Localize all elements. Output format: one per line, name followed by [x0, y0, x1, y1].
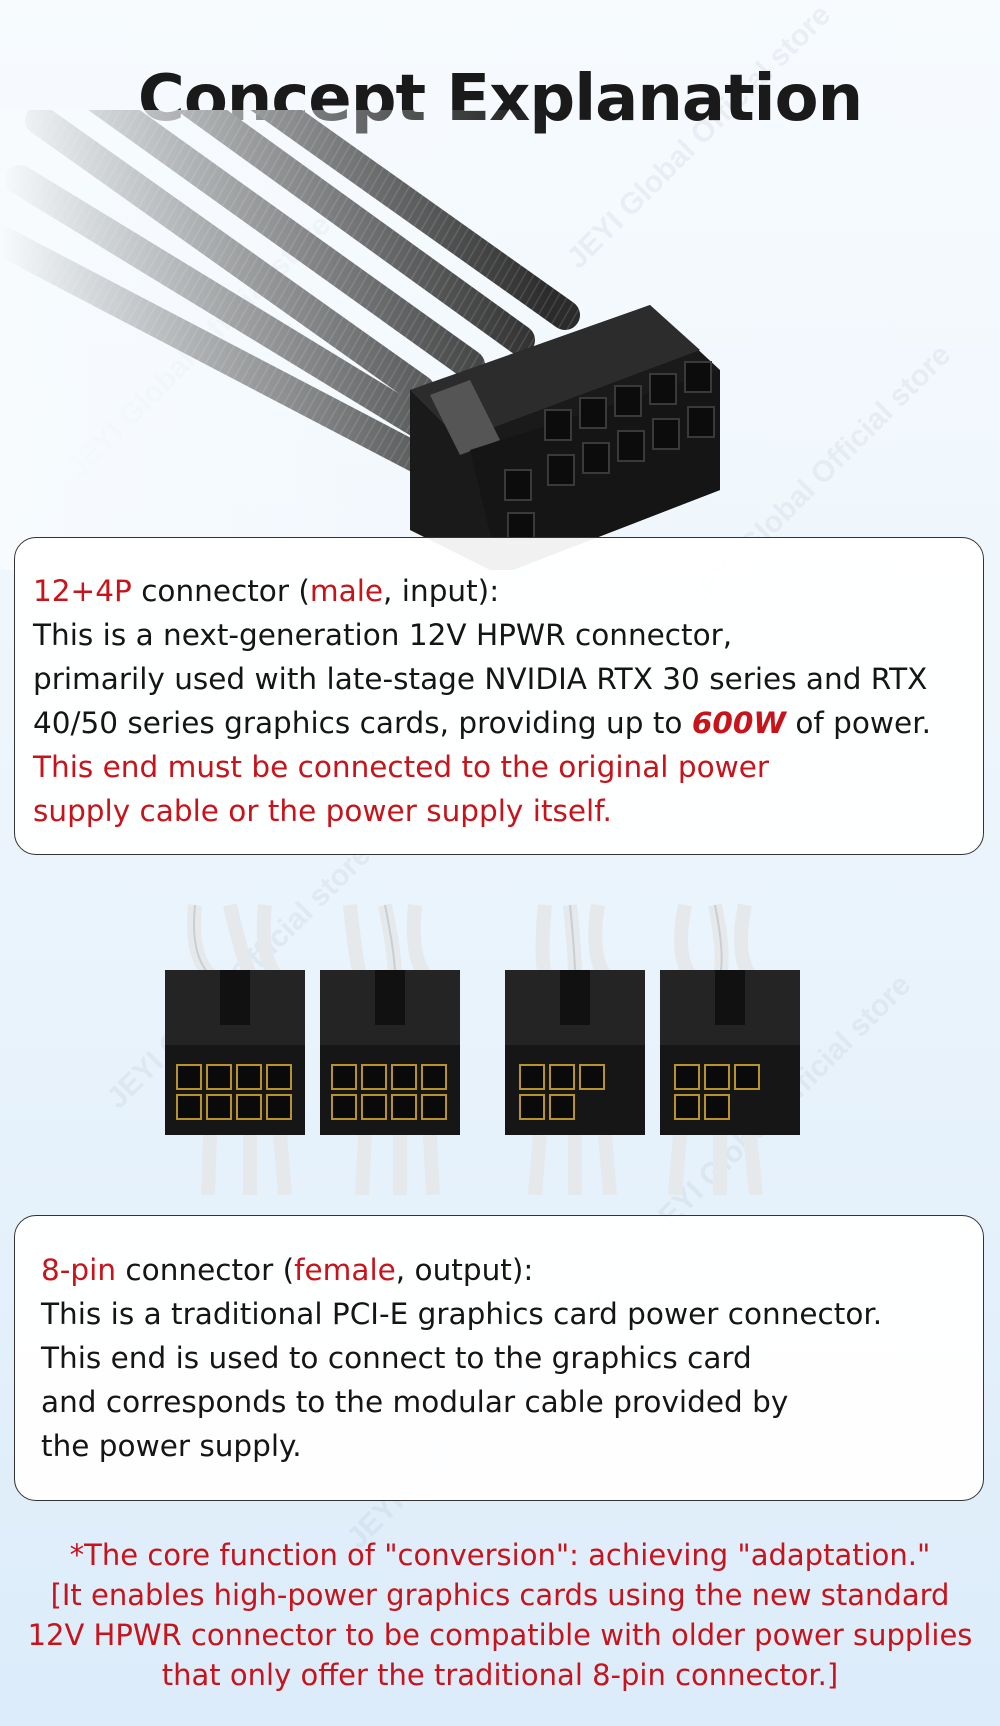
description-line: the power supply.	[41, 1429, 302, 1463]
footer-line: that only offer the traditional 8-pin co…	[161, 1658, 839, 1692]
heading-text: connector (	[131, 574, 310, 608]
warning-line: supply cable or the power supply itself.	[33, 794, 612, 828]
footer-line: 12V HPWR connector to be compatible with…	[27, 1618, 973, 1652]
description-line: primarily used with late-stage NVIDIA RT…	[33, 662, 928, 696]
heading-text: , output):	[395, 1253, 534, 1287]
heading-connector-type: 8-pin	[41, 1253, 117, 1287]
heading-text: , input):	[383, 574, 500, 608]
description-line: This is a next-generation 12V HPWR conne…	[33, 618, 733, 652]
output-connector-card: 8-pin connector (female, output): This i…	[14, 1215, 984, 1501]
input-connector-card: 12+4P connector (male, input): This is a…	[14, 537, 984, 855]
footer-note: *The core function of "conversion": achi…	[0, 1535, 1000, 1695]
heading-connector-type: 12+4P	[33, 574, 132, 608]
heading-gender: female	[294, 1253, 396, 1287]
text-span: of power.	[785, 706, 931, 740]
text-span: 40/50 series graphics cards, providing u…	[33, 706, 692, 740]
connector-pins	[176, 1064, 760, 1120]
input-connector-heading: 12+4P connector (male, input):	[33, 569, 983, 613]
output-connector-heading: 8-pin connector (female, output):	[41, 1248, 983, 1292]
connector-8pin-image	[165, 903, 800, 1195]
footer-line: *The core function of "conversion": achi…	[69, 1538, 931, 1572]
power-rating-highlight: 600W	[691, 706, 786, 740]
description-line: This end is used to connect to the graph…	[41, 1341, 752, 1375]
description-line: This is a traditional PCI-E graphics car…	[41, 1297, 883, 1331]
footer-line: [It enables high-power graphics cards us…	[50, 1578, 950, 1612]
description-line: 40/50 series graphics cards, providing u…	[33, 701, 983, 745]
warning-line: This end must be connected to the origin…	[33, 750, 770, 784]
heading-text: connector (	[116, 1253, 295, 1287]
connector-housing	[410, 305, 720, 570]
connector-12v-hpwr-image	[0, 110, 1000, 570]
heading-gender: male	[309, 574, 384, 608]
description-line: and corresponds to the modular cable pro…	[41, 1385, 789, 1419]
